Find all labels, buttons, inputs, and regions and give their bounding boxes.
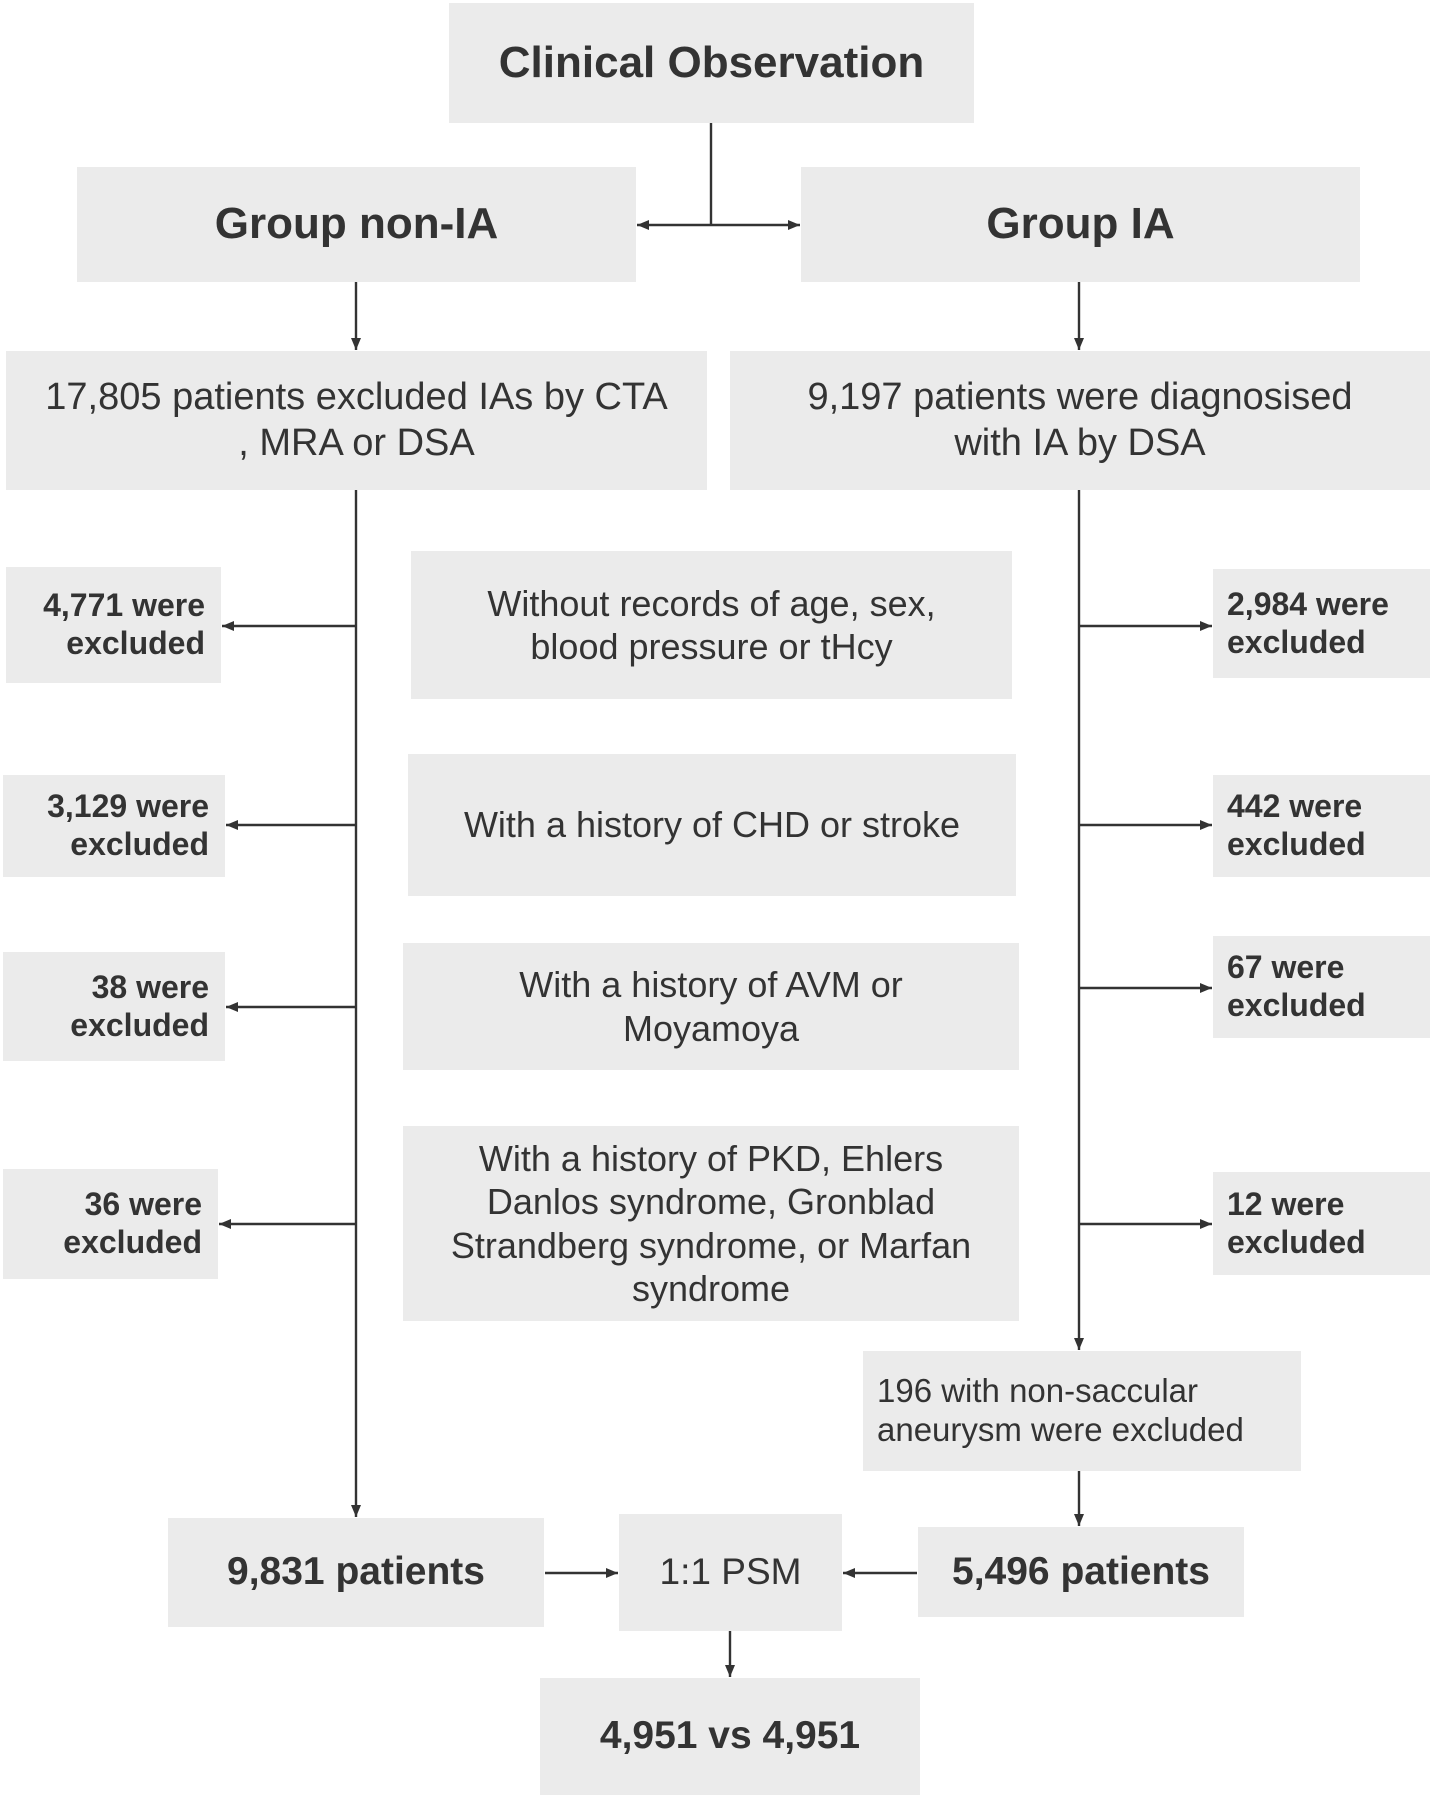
non-ia-cohort-label: 17,805 patients excluded IAs by CTA , MR… [45, 375, 668, 464]
exclusion-criterion-box-1: Without records of age, sex, blood press… [411, 551, 1012, 699]
ia-cohort-box: 9,197 patients were diagnosised with IA … [730, 351, 1430, 490]
exclusion-criterion-label-2: With a history of CHD or stroke [463, 804, 961, 846]
ia-excluded-box-3: 67 were excluded [1213, 936, 1430, 1038]
ia-excluded-box-2: 442 were excluded [1213, 775, 1430, 877]
non-ia-excluded-label-4: 36 were excluded [63, 1186, 202, 1260]
non-ia-excluded-label-1: 4,771 were excluded [43, 587, 205, 661]
exclusion-criterion-label-4: With a history of PKD, Ehlers Danlos syn… [450, 1138, 972, 1309]
exclusion-criterion-label-1: Without records of age, sex, blood press… [487, 582, 936, 667]
non-ia-excluded-label-2: 3,129 were excluded [47, 788, 209, 862]
non-ia-excluded-box-3: 38 were excluded [3, 952, 225, 1061]
non-saccular-excluded-box: 196 with non-saccular aneurysm were excl… [863, 1351, 1301, 1471]
exclusion-criterion-box-3: With a history of AVM or Moyamoya [403, 943, 1019, 1070]
ia-excluded-label-2: 442 were excluded [1227, 788, 1366, 862]
matched-result-label: 4,951 vs 4,951 [599, 1714, 861, 1758]
non-ia-cohort-box: 17,805 patients excluded IAs by CTA , MR… [6, 351, 707, 490]
ia-excluded-label-3: 67 were excluded [1227, 949, 1366, 1023]
ia-patients-box: 5,496 patients [918, 1527, 1244, 1617]
non-ia-excluded-box-1: 4,771 were excluded [6, 567, 221, 683]
non-ia-excluded-label-3: 38 were excluded [70, 968, 209, 1043]
group-non-ia-label: Group non-IA [214, 199, 499, 249]
clinical-observation-label: Clinical Observation [498, 37, 925, 87]
ia-excluded-box-4: 12 were excluded [1213, 1172, 1430, 1275]
exclusion-criterion-box-4: With a history of PKD, Ehlers Danlos syn… [403, 1126, 1019, 1321]
exclusion-criterion-label-3: With a history of AVM or Moyamoya [519, 964, 903, 1049]
non-saccular-excluded-label: 196 with non-saccular aneurysm were excl… [877, 1372, 1244, 1448]
non-ia-patients-label: 9,831 patients [227, 1550, 485, 1594]
ia-cohort-label: 9,197 patients were diagnosised with IA … [807, 375, 1353, 464]
non-ia-excluded-box-2: 3,129 were excluded [3, 775, 225, 877]
clinical-observation-box: Clinical Observation [449, 3, 974, 123]
psm-label: 1:1 PSM [659, 1551, 802, 1593]
non-ia-excluded-box-4: 36 were excluded [3, 1169, 218, 1279]
non-ia-patients-box: 9,831 patients [168, 1518, 544, 1627]
ia-excluded-label-1: 2,984 were excluded [1227, 585, 1389, 660]
group-ia-label: Group IA [986, 199, 1175, 249]
ia-excluded-box-1: 2,984 were excluded [1213, 569, 1430, 678]
matched-result-box: 4,951 vs 4,951 [540, 1678, 920, 1795]
group-ia-box: Group IA [801, 167, 1360, 282]
group-non-ia-box: Group non-IA [77, 167, 636, 282]
ia-patients-label: 5,496 patients [952, 1549, 1210, 1593]
exclusion-criterion-box-2: With a history of CHD or stroke [408, 754, 1016, 896]
ia-excluded-label-4: 12 were excluded [1227, 1185, 1366, 1260]
psm-box: 1:1 PSM [619, 1514, 842, 1631]
